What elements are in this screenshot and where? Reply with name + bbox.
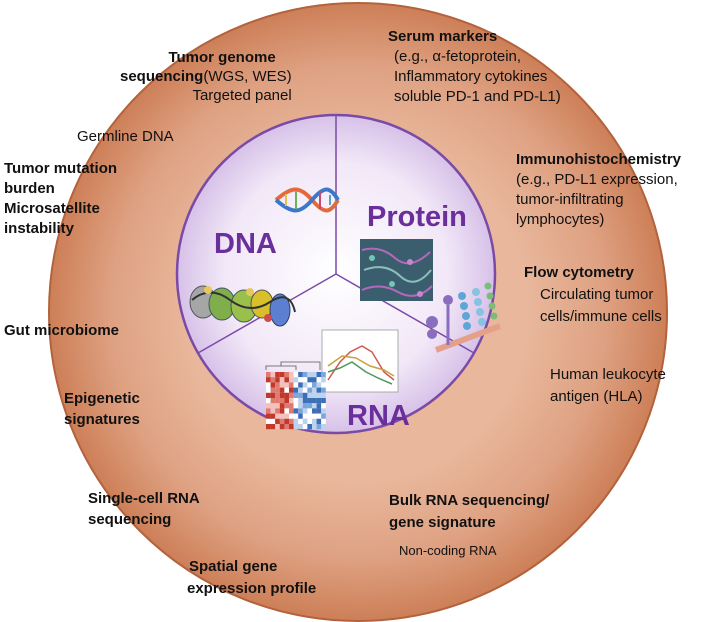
ihc-tissue-image [360, 239, 433, 301]
flow-cytometry-label: Flow cytometry Circulating tumor cells/i… [524, 264, 662, 325]
spatial-label: Spatial gene expression profile [187, 558, 317, 597]
bulk-rna-label: Bulk RNA sequencing/ gene signature Non-… [389, 492, 550, 558]
tumor-genome-label: Tumor genome sequencing(WGS, WES) Target… [120, 49, 292, 104]
enrichment-plot-icon [321, 329, 399, 393]
single-cell-label: Single-cell RNA sequencing [88, 490, 200, 528]
rna-center-label: RNA [347, 400, 410, 432]
gut-microbiome-label: Gut microbiome [4, 322, 120, 339]
protein-center-label: Protein [367, 201, 467, 233]
ihc-label: Immunohistochemistry (e.g., PD-L1 expres… [516, 151, 682, 228]
serum-markers-label: Serum markers (e.g., α-fetoprotein, Infl… [388, 28, 561, 105]
hla-label: Human leukocyte antigen (HLA) [550, 366, 666, 405]
heatmap-icon [265, 361, 326, 430]
divider-right [335, 273, 475, 354]
dna-center-label: DNA [214, 228, 277, 260]
epigenetic-label: Epigenetic signatures [64, 390, 140, 428]
antibody-molecules-icon [426, 282, 502, 353]
tmb-label: Tumor mutation burden Microsatellite ins… [4, 160, 118, 237]
chromatin-icon [189, 285, 296, 327]
dna-helix-icon [274, 187, 340, 213]
germline-label: Germline DNA [77, 128, 174, 145]
